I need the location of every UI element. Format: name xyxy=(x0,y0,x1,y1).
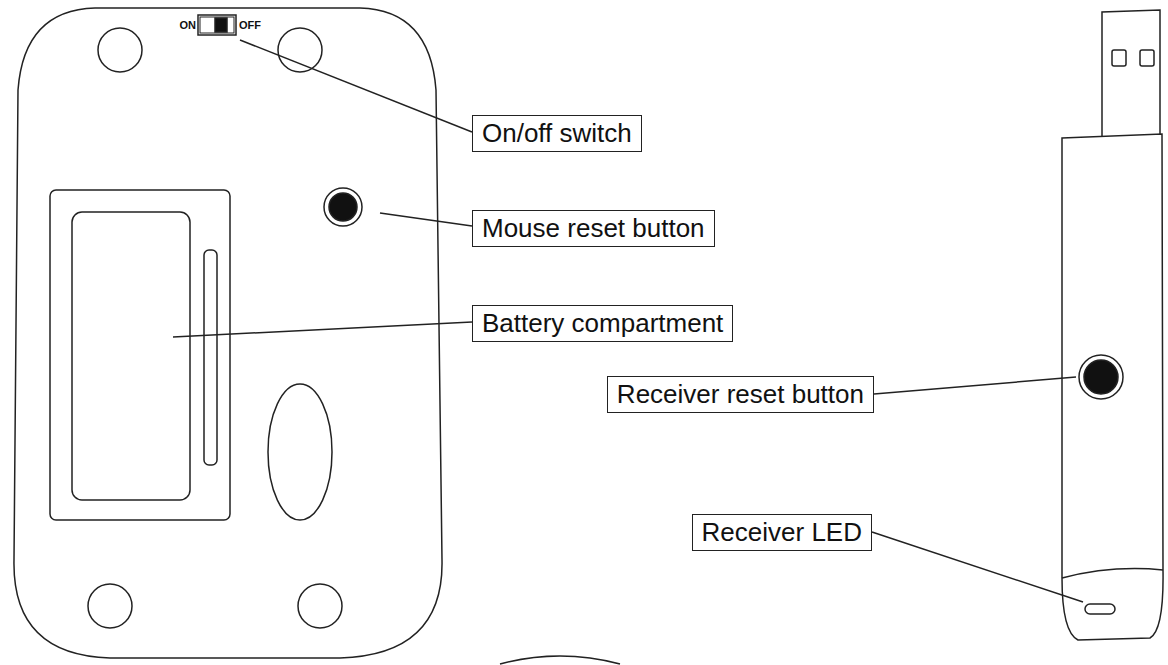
leader-line xyxy=(240,40,472,132)
receiver-cap-line xyxy=(1062,569,1163,578)
leader-line xyxy=(173,322,472,337)
switch-knob xyxy=(215,18,227,32)
switch-marking: OFF xyxy=(239,19,261,31)
receiver-reset-button xyxy=(1079,355,1123,399)
mouse-foot xyxy=(88,584,132,628)
part-name: Receiver reset button xyxy=(617,379,864,409)
part-name: On/off switch xyxy=(482,118,632,148)
switch-body xyxy=(198,15,236,35)
label-box: Mouse reset button xyxy=(472,210,715,247)
leader-line xyxy=(380,213,472,226)
mouse-outline xyxy=(14,8,442,658)
leader-line xyxy=(872,532,1083,602)
mouse-foot xyxy=(278,28,322,72)
switch-marking: ON xyxy=(180,19,197,31)
part-name: Receiver LED xyxy=(702,517,862,547)
usb-hole xyxy=(1112,50,1126,66)
usb-plug xyxy=(1102,10,1160,136)
switch-body xyxy=(200,17,234,33)
receiver-body xyxy=(1062,134,1163,640)
reset-button xyxy=(329,193,357,221)
part-name: Battery compartment xyxy=(482,308,723,338)
label-box: On/off switch xyxy=(472,115,642,152)
label-box: Receiver LED xyxy=(692,514,872,551)
mouse-foot xyxy=(98,28,142,72)
receiver-led xyxy=(1085,604,1115,614)
label-box: Receiver reset button xyxy=(607,376,874,413)
part-name: Mouse reset button xyxy=(482,213,705,243)
leader-line xyxy=(874,377,1076,394)
receiver-reset-button xyxy=(1084,360,1118,394)
battery-cover xyxy=(72,212,190,500)
usb-hole xyxy=(1140,50,1154,66)
mouse-foot xyxy=(298,584,342,628)
reset-button xyxy=(324,188,362,226)
sensor-window xyxy=(268,384,332,520)
battery-compartment xyxy=(50,190,230,520)
partial-outline xyxy=(500,656,620,664)
battery-slot xyxy=(204,250,217,465)
label-box: Battery compartment xyxy=(472,305,733,342)
